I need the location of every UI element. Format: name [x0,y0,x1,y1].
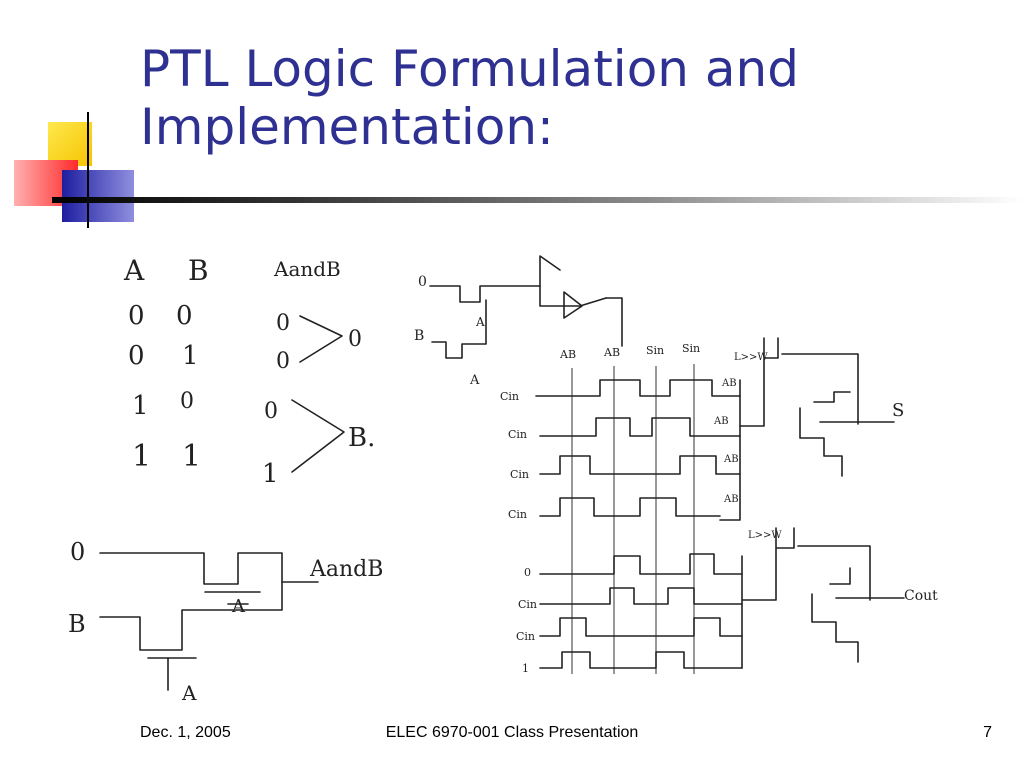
adder-col-ab2: AB [603,346,620,359]
yellow-square [48,122,92,166]
gate-out: AandB [309,557,383,582]
title-rule [52,197,1024,203]
ptl-gate: 0 B AandB A A [68,538,383,705]
tt-r1-b: 1 [182,341,199,371]
tt-out-0: 0 [348,327,362,352]
tt-out-1: B. [348,423,375,453]
adder-row-cin3: Cin [510,468,529,481]
tt-r3-a: 1 [132,439,151,474]
tt-r2-a: 1 [132,391,149,421]
adder-bot-cin2: Cin [516,630,535,643]
footer-date: Dec. 1, 2005 [140,724,231,741]
tt-in-3: 1 [262,459,279,489]
gate-in-0: 0 [70,538,85,566]
tt-r1-a: 0 [128,341,145,371]
tt-header-b: B [188,254,209,287]
adder-row-cin1: Cin [500,390,519,403]
adder-top-gateA: A [475,315,485,329]
adder-top-in0: 0 [418,274,427,290]
adder-right-ab1: AB [721,378,737,389]
gate-label-ta: A [181,681,197,705]
tt-r2-b: 0 [180,389,194,414]
adder-right-ab2: AB [713,416,729,427]
adder-right-ab3: AB [723,454,739,465]
tt-r3-b: 1 [182,439,201,474]
adder-bot-0: 0 [524,566,531,579]
blue-square [62,170,134,222]
footer-course: ELEC 6970-001 Class Presentation [385,724,639,741]
adder-col-sin2: Sin [682,342,700,355]
adder-out-cout: Cout [904,588,938,604]
adder-row-cin4: Cin [508,508,527,521]
tt-r0-a: 0 [128,301,145,331]
gate-in-b: B [68,610,86,638]
adder-col-ab1: AB [559,348,576,361]
footer-page-number: 7 [983,724,992,741]
adder-bot-cin1: Cin [518,598,537,611]
title-line-2: Implementation: [140,98,554,156]
adder-bot-inv-label: L>>W [748,530,782,541]
truth-table: A B AandB 0 0 0 1 1 0 1 1 0 0 0 0 1 B. [123,254,375,489]
tt-in-0: 0 [276,311,290,336]
adder-top-inB: B [414,328,424,344]
adder-row-cin2: Cin [508,428,527,441]
tt-header-andb: AandB [273,257,341,281]
title-line-1: PTL Logic Formulation and [140,40,799,98]
adder-top-gateTA: A [469,373,480,388]
adder-inv-label: L>>W [734,352,768,363]
adder-out-s: S [892,400,904,421]
tt-in-2: 0 [264,399,278,424]
tt-r0-b: 0 [176,301,193,331]
gate-label-a: A [231,596,246,617]
tt-in-1: 0 [276,349,290,374]
adder-col-sin1: Sin [646,344,664,357]
slide-title: PTL Logic Formulation and Implementation… [140,40,1000,156]
tt-header-a: A [123,254,145,287]
adder-right-ab4: AB [723,494,739,505]
adder-schematic: 0 B A A AB AB Sin Sin Cin Cin Cin Cin AB… [414,255,938,675]
decorative-squares [14,112,134,228]
adder-bot-1: 1 [522,662,529,675]
